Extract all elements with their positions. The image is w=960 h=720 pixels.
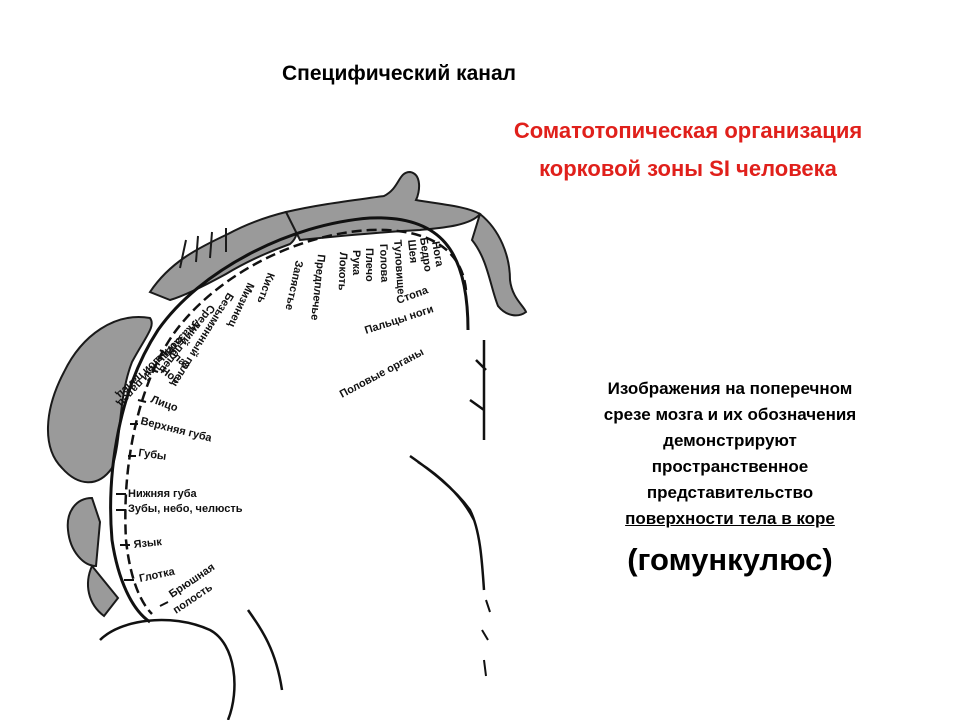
medial-wall — [469, 340, 487, 440]
label-face: Лицо — [149, 394, 180, 415]
label-tongue: Язык — [133, 536, 163, 551]
description-line: пространственное — [651, 457, 809, 476]
label-lips: Губы — [138, 447, 168, 463]
slide-subtitle: Соматотопическая организация корковой зо… — [418, 112, 958, 188]
description-line: демонстрируют — [663, 431, 797, 450]
homunculus-tongue — [87, 564, 120, 618]
label-head: Голова — [377, 244, 390, 284]
lower-structure — [99, 609, 284, 720]
label-wrist: Запястье — [283, 259, 305, 311]
cortex-dashed-boundary — [124, 228, 468, 615]
subtitle-line-2: корковой зоны SI человека — [539, 156, 837, 181]
slide-title: Специфический канал — [282, 62, 516, 85]
description-line: срезе мозга и их обозначения — [603, 405, 857, 424]
homunculus-figure — [46, 170, 528, 618]
label-leg: Нога — [429, 240, 445, 268]
label-upper-lip: Верхняя губа — [139, 415, 213, 444]
homunculus-chin — [66, 496, 102, 568]
cortex-outline — [99, 216, 491, 720]
ventricle-shape — [409, 454, 486, 591]
label-genitals: Половые органы — [338, 346, 426, 400]
label-shoulder: Плечо — [363, 248, 375, 282]
homunculus-hand — [148, 210, 298, 302]
label-trunk: Туловище — [391, 239, 407, 294]
midline-marks — [481, 599, 491, 677]
label-pharynx: Глотка — [138, 566, 177, 585]
label-forearm: Предплечье — [308, 254, 327, 321]
homunculus-fingers — [179, 228, 227, 269]
description-emphasis: (гомункулюс) — [627, 542, 833, 577]
label-thigh: Бедро — [417, 237, 434, 273]
description-block: Изображения на поперечном срезе мозга и … — [540, 376, 920, 584]
description-line: представительство — [646, 483, 814, 502]
label-hand: Кисть — [254, 271, 276, 305]
description-line: Изображения на поперечном — [607, 379, 853, 398]
cortex-surface-curve — [109, 216, 470, 624]
label-leader-ticks — [116, 349, 169, 607]
homunculus-leg — [470, 212, 528, 317]
label-toes: Пальцы ноги — [363, 303, 435, 337]
label-lower-lip: Нижняя губа — [128, 488, 198, 500]
description-underlined: поверхности тела в коре — [625, 509, 835, 528]
label-neck: Шея — [405, 239, 419, 264]
homunculus-face — [46, 316, 153, 484]
label-arm: Рука — [350, 250, 362, 276]
label-elbow: Локоть — [336, 252, 349, 291]
subtitle-line-1: Соматотопическая организация — [513, 118, 863, 143]
label-teeth: Зубы, небо, челюсть — [128, 503, 243, 515]
